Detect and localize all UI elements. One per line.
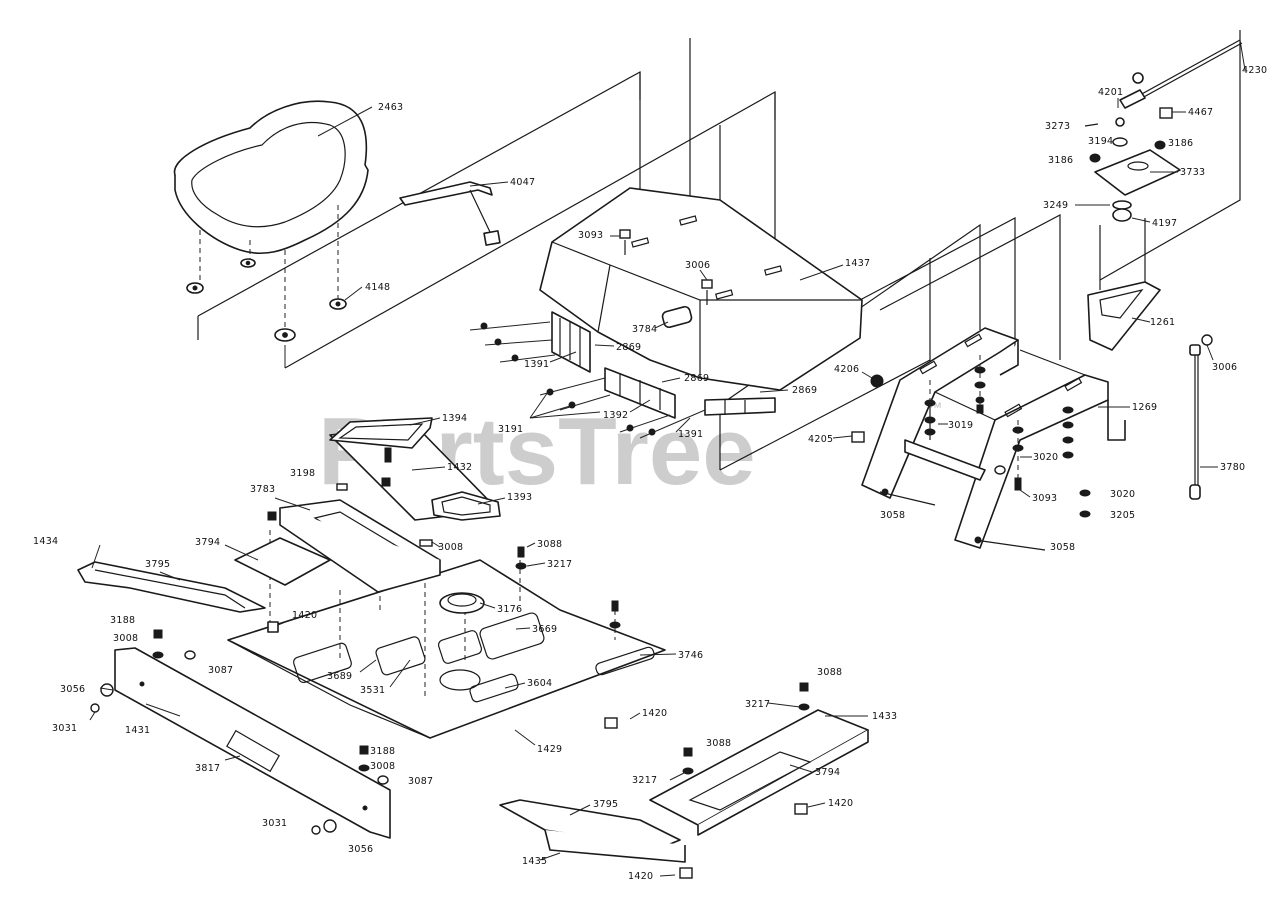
callout-1429: 1429 (537, 744, 562, 755)
callout-1393: 1393 (507, 492, 532, 503)
callout-2463: 2463 (378, 102, 403, 113)
fender-hood (539, 187, 863, 391)
callout-3008: 3008 (113, 633, 138, 644)
hood-brackets (469, 311, 776, 439)
right-footrest (499, 799, 693, 879)
callout-3217: 3217 (632, 775, 657, 786)
callout-labels: 2463 4047 4148 3093 3006 1437 3784 2869 … (33, 65, 1267, 882)
callout-3780: 3780 (1220, 462, 1245, 473)
callout-1261: 1261 (1150, 317, 1175, 328)
callout-4205: 4205 (808, 434, 833, 445)
callout-3020: 3020 (1033, 452, 1058, 463)
center-plate (234, 417, 621, 629)
seat (173, 100, 369, 342)
callout-3795: 3795 (145, 559, 170, 570)
callout-3031: 3031 (262, 818, 287, 829)
callout-3088: 3088 (537, 539, 562, 550)
callout-1432: 1432 (447, 462, 472, 473)
callout-3093: 3093 (578, 230, 603, 241)
callout-3783: 3783 (250, 484, 275, 495)
callout-2869: 2869 (792, 385, 817, 396)
callout-2869: 2869 (684, 373, 709, 384)
callout-3604: 3604 (527, 678, 552, 689)
callout-3249: 3249 (1043, 200, 1068, 211)
callout-1394: 1394 (442, 413, 467, 424)
callout-1420: 1420 (828, 798, 853, 809)
screws (469, 321, 706, 439)
callout-3020: 3020 (1110, 489, 1135, 500)
callout-3031: 3031 (52, 723, 77, 734)
callout-3186: 3186 (1168, 138, 1193, 149)
callout-3198: 3198 (290, 468, 315, 479)
seat-spring-bracket (399, 181, 501, 246)
callout-3088: 3088 (706, 738, 731, 749)
callout-3188: 3188 (370, 746, 395, 757)
callout-1391: 1391 (524, 359, 549, 370)
callout-3093: 3093 (1032, 493, 1057, 504)
callout-3273: 3273 (1045, 121, 1070, 132)
callout-4201: 4201 (1098, 87, 1123, 98)
callout-3669: 3669 (532, 624, 557, 635)
callout-3795: 3795 (593, 799, 618, 810)
callout-4148: 4148 (365, 282, 390, 293)
callout-3008: 3008 (438, 542, 463, 553)
callout-3019: 3019 (948, 420, 973, 431)
callout-4230: 4230 (1242, 65, 1267, 76)
callout-2869: 2869 (616, 342, 641, 353)
callout-3087: 3087 (408, 776, 433, 787)
callout-1269: 1269 (1132, 402, 1157, 413)
callout-3188: 3188 (110, 615, 135, 626)
callout-3817: 3817 (195, 763, 220, 774)
callout-1391: 1391 (678, 429, 703, 440)
right-side-panel (604, 682, 869, 836)
callout-3689: 3689 (327, 671, 352, 682)
callout-3217: 3217 (745, 699, 770, 710)
callout-1431: 1431 (125, 725, 150, 736)
callout-3008: 3008 (370, 761, 395, 772)
callout-4206: 4206 (834, 364, 859, 375)
left-footrest (77, 561, 279, 633)
callout-1392: 1392 (603, 410, 628, 421)
leader-lines (89, 39, 1246, 877)
callout-3058: 3058 (1050, 542, 1075, 553)
callout-3176: 3176 (497, 604, 522, 615)
callout-1435: 1435 (522, 856, 547, 867)
callout-3531: 3531 (360, 685, 385, 696)
callout-3186: 3186 (1048, 155, 1073, 166)
callout-4467: 4467 (1188, 107, 1213, 118)
callout-3056: 3056 (348, 844, 373, 855)
callout-3217: 3217 (547, 559, 572, 570)
callout-3794: 3794 (815, 767, 840, 778)
callout-1437: 1437 (845, 258, 870, 269)
callout-1420: 1420 (292, 610, 317, 621)
callout-3733: 3733 (1180, 167, 1205, 178)
callout-3058: 3058 (880, 510, 905, 521)
callout-1434: 1434 (33, 536, 58, 547)
callout-1420: 1420 (628, 871, 653, 882)
callout-3056: 3056 (60, 684, 85, 695)
callout-3088: 3088 (817, 667, 842, 678)
callout-3006: 3006 (1212, 362, 1237, 373)
callout-3194: 3194 (1088, 136, 1113, 147)
left-side-panel (90, 629, 391, 839)
frame-hardware (851, 366, 1091, 551)
callout-3794: 3794 (195, 537, 220, 548)
callout-1420: 1420 (642, 708, 667, 719)
callout-4197: 4197 (1152, 218, 1177, 229)
callout-1433: 1433 (872, 711, 897, 722)
callout-3784: 3784 (632, 324, 657, 335)
callout-3191: 3191 (498, 424, 523, 435)
projection-lines (197, 30, 1241, 471)
lift-lever-assembly (1084, 39, 1243, 500)
callout-3746: 3746 (678, 650, 703, 661)
callout-3087: 3087 (208, 665, 233, 676)
callout-4047: 4047 (510, 177, 535, 188)
callout-3205: 3205 (1110, 510, 1135, 521)
seat-frame (851, 327, 1126, 551)
callout-3006: 3006 (685, 260, 710, 271)
